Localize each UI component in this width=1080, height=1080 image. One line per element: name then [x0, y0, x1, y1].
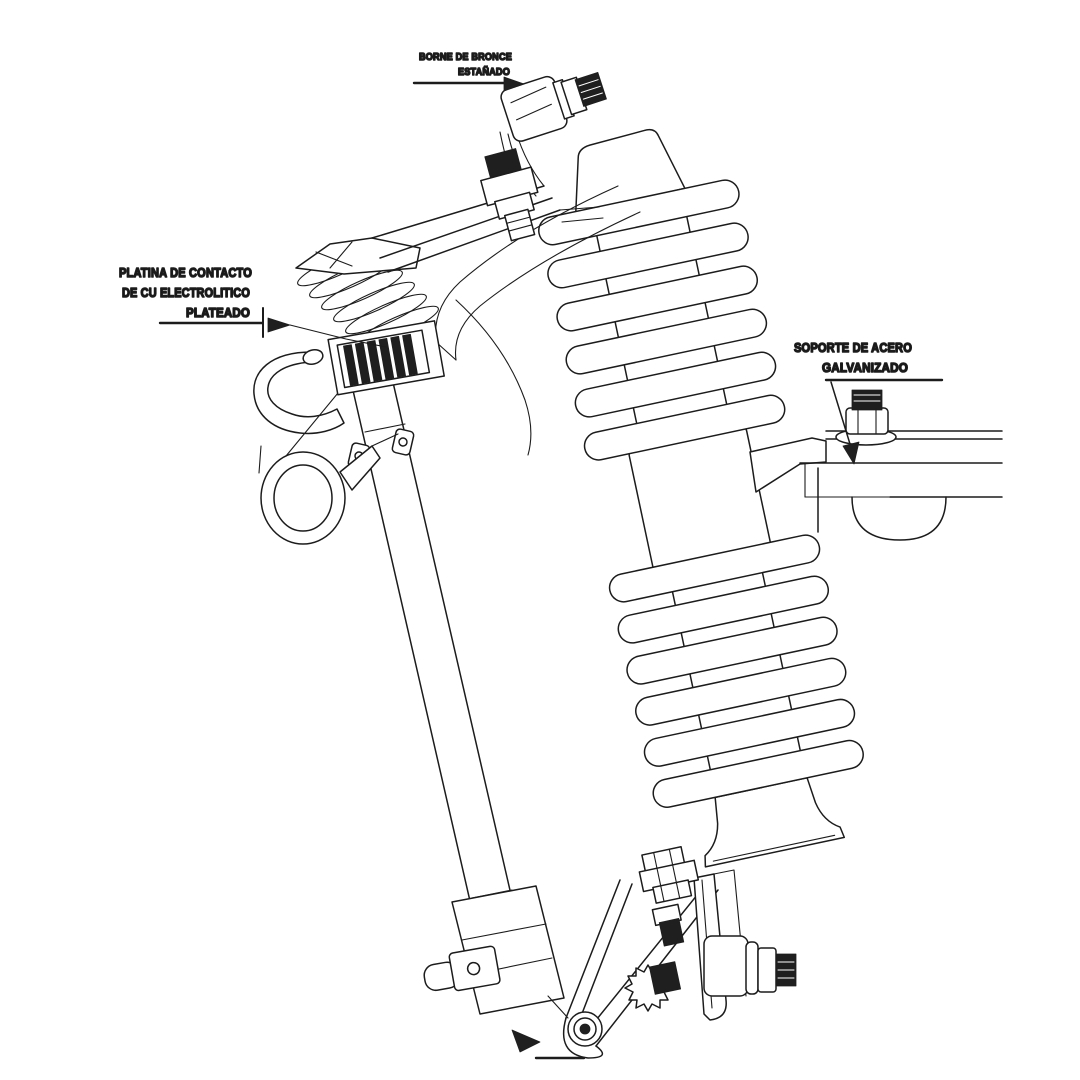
steel-mounting-bracket	[749, 389, 1003, 541]
hinge-stud-bolt	[651, 903, 685, 947]
terminal-clamp-bolt	[480, 148, 539, 242]
tube-clip	[391, 428, 415, 456]
lower-terminal-bolt	[703, 935, 797, 997]
pull-ring	[258, 433, 399, 545]
bracket-bolt	[835, 389, 897, 446]
annotations: BORNE DE BRONCE ESTAÑADO PLATINA DE CONT…	[118, 50, 944, 465]
porcelain-insulator	[538, 128, 864, 868]
ferrule-tab	[423, 945, 501, 992]
label-soporte-line1: SOPORTE DE ACERO	[794, 340, 912, 355]
leader-extension-platina	[289, 324, 387, 348]
insulator-bottom-bell	[704, 777, 846, 868]
serrated-nut	[624, 961, 682, 1012]
upper-support-arm	[295, 185, 641, 456]
ring-bracket	[339, 445, 381, 491]
leader-arrow-soporte	[842, 441, 860, 465]
leader-arrow-platina	[267, 317, 291, 333]
insulator-shed	[626, 616, 838, 685]
insulator-shed	[652, 739, 864, 808]
label-platina-line3: PLATEADO	[186, 305, 250, 320]
insulator-shed	[635, 657, 847, 726]
latch-wedge	[511, 1029, 541, 1053]
bracket-saddle	[851, 496, 947, 541]
insulator-shed	[565, 308, 768, 375]
leader-line-soporte	[830, 381, 851, 445]
lifting-hook	[253, 349, 353, 457]
leader-arrow-borne	[503, 76, 525, 92]
insulator-shed	[608, 534, 821, 603]
lower-hinge-assembly	[423, 845, 797, 1060]
hinge-hex-bolts	[638, 845, 700, 904]
label-soporte-line2: GALVANIZADO	[822, 360, 908, 375]
insulator-shed	[617, 575, 830, 644]
insulator-shed	[574, 351, 777, 418]
ring-inner	[273, 464, 333, 532]
bracket-arm	[749, 437, 827, 493]
label-borne-line1: BORNE DE BRONCE	[419, 51, 512, 63]
insulator-shed	[547, 222, 749, 289]
v-lifter	[562, 879, 719, 1059]
label-borne-line2: ESTAÑADO	[458, 65, 510, 78]
insulator-shed	[583, 394, 786, 461]
contact-plate	[327, 320, 445, 396]
bracket-threaded-stud	[851, 389, 883, 411]
insulator-shed	[643, 698, 856, 767]
insulator-shed	[556, 265, 758, 332]
contact-blade	[295, 237, 421, 275]
label-platina-line1: PLATINA DE CONTACTO	[119, 265, 252, 280]
label-platina-line2: DE CU ELECTROLITICO	[122, 285, 250, 300]
top-terminal	[480, 71, 607, 242]
pivot-bolt	[567, 1011, 603, 1047]
